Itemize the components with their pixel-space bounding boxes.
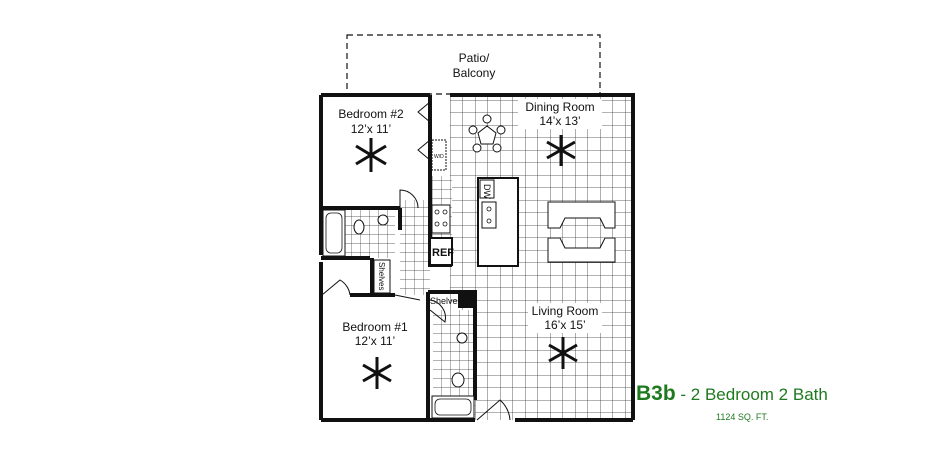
wd-closet bbox=[431, 139, 447, 171]
ceiling-fan-dining bbox=[546, 135, 576, 166]
bathtub-1 bbox=[322, 209, 346, 257]
plan-description: - 2 Bedroom 2 Bath bbox=[675, 385, 828, 404]
outer-wall-top-right bbox=[450, 93, 635, 420]
toilet-1 bbox=[353, 219, 365, 235]
ref-label: REF bbox=[432, 247, 454, 259]
closet-door bbox=[417, 101, 431, 123]
door-bedroom2 bbox=[399, 189, 419, 209]
refrigerator bbox=[429, 237, 453, 266]
toilet-2 bbox=[451, 372, 465, 388]
dining-room-name: Dining Room bbox=[525, 100, 594, 114]
sink-1 bbox=[377, 214, 389, 226]
bathtub-2 bbox=[431, 395, 475, 419]
ceiling-fan-living bbox=[548, 337, 578, 369]
patio-label: Patio/ bbox=[459, 51, 490, 65]
tile-floor-hall bbox=[400, 200, 430, 295]
plan-code: B3b bbox=[636, 382, 676, 405]
living-room-name: Living Room bbox=[532, 304, 599, 318]
bar-seat-top bbox=[547, 201, 616, 229]
dining-table bbox=[468, 114, 506, 153]
shelves-vertical bbox=[373, 259, 391, 294]
bedroom2-name: Bedroom #2 bbox=[338, 107, 404, 121]
closet-door-2 bbox=[417, 139, 431, 161]
bar-seat-bottom bbox=[547, 237, 616, 263]
ceiling-fan-bedroom2 bbox=[355, 138, 387, 172]
sink bbox=[481, 201, 497, 229]
dw-label: DW bbox=[482, 184, 492, 199]
stove bbox=[431, 204, 451, 234]
shelves-vertical-label: Shelves bbox=[377, 262, 386, 290]
bedroom1-size: 12’x 11’ bbox=[355, 334, 395, 348]
sink-2 bbox=[456, 332, 468, 344]
patio-label-2: Balcony bbox=[453, 66, 496, 80]
shelves-horizontal-label: Shelves bbox=[430, 296, 463, 306]
door-hall bbox=[394, 294, 421, 301]
living-room-size: 16’x 15’ bbox=[544, 318, 585, 332]
plan-title-block: B3b - 2 Bedroom 2 Bath 1124 SQ. FT. bbox=[636, 382, 936, 422]
door-entry bbox=[476, 399, 511, 421]
patio-outline bbox=[346, 34, 601, 95]
wd-label: W/D bbox=[434, 154, 444, 160]
shelves-block bbox=[458, 292, 475, 308]
door-bedroom1 bbox=[321, 279, 351, 296]
bedroom1-name: Bedroom #1 bbox=[342, 320, 408, 334]
ceiling-fan-bedroom1 bbox=[362, 357, 392, 389]
plan-square-footage: 1124 SQ. FT. bbox=[716, 412, 769, 422]
door-bath2 bbox=[429, 299, 446, 323]
dishwasher bbox=[479, 179, 495, 199]
bedroom2-size: 12’x 11’ bbox=[351, 122, 391, 136]
dining-room-size: 14’x 13’ bbox=[539, 114, 580, 128]
